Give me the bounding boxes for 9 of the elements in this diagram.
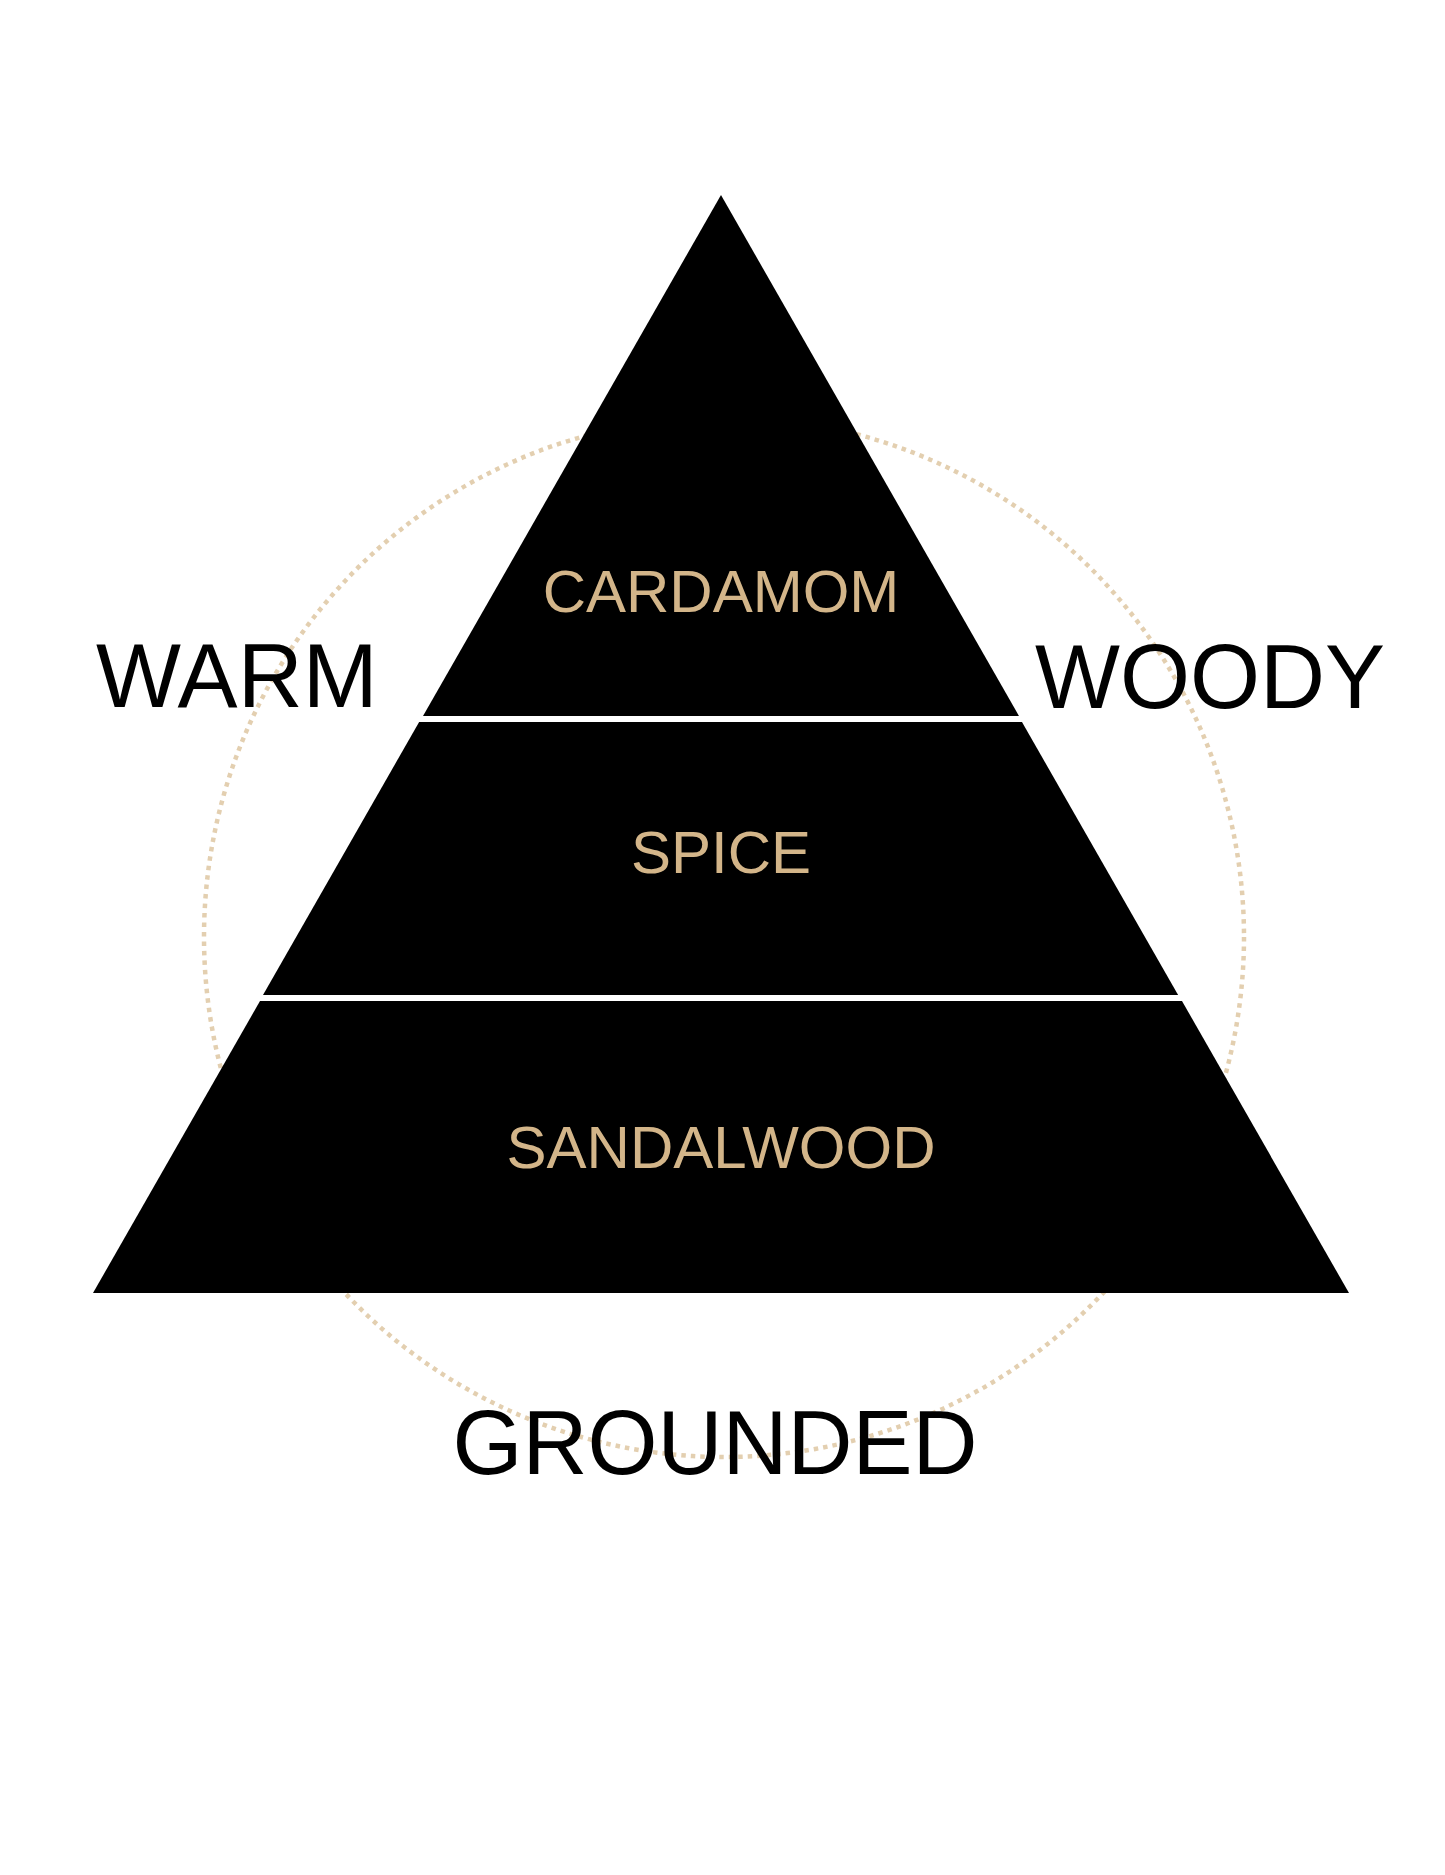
axis-word: WARM	[96, 631, 378, 721]
pyramid-tier	[93, 1001, 1349, 1293]
axis-word: GROUNDED	[452, 1398, 978, 1488]
pyramid-tier	[263, 722, 1179, 995]
tier-label: SPICE	[629, 823, 812, 883]
axis-word: WOODY	[1035, 632, 1385, 722]
pyramid-top-triangle	[423, 195, 1019, 716]
tier-label: CARDAMOM	[541, 562, 901, 622]
tier-label: SANDALWOOD	[505, 1118, 937, 1178]
